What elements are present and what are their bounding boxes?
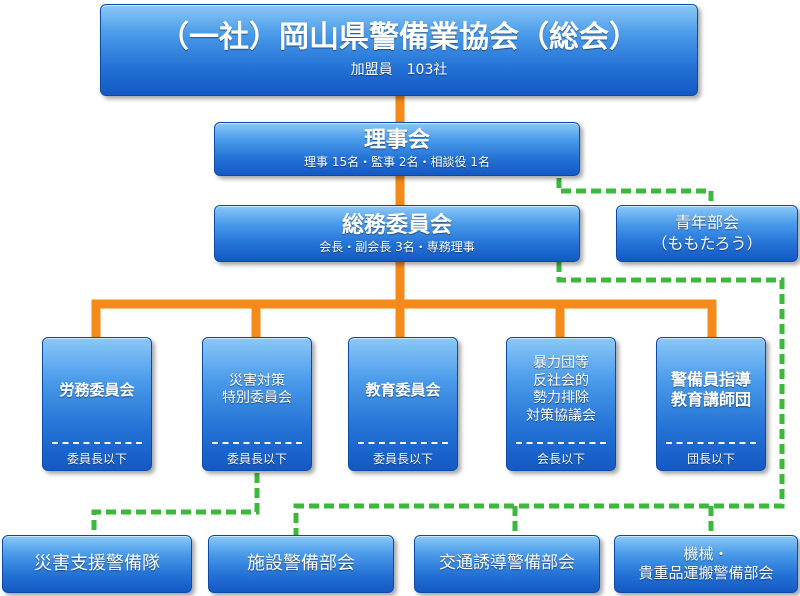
committee-separator [515,442,607,444]
committee-separator [51,442,143,444]
division-title: 施設警備部会 [247,552,355,574]
committee-separator [211,442,303,444]
committee-title: 警備員指導 教育講師団 [670,370,751,409]
division-title: 交通誘導警備部会 [439,553,575,574]
committee-separator [665,442,757,444]
division-title: 災害支援警備隊 [34,552,160,574]
committee-separator [357,442,449,444]
committee-foot: 団長以下 [686,452,735,466]
committee-title: 暴力団等 反社会的 勢力排除 対策協議会 [526,355,596,424]
general-affairs-box: 総務委員会 会長・副会長 3名・専務理事 [214,205,580,262]
committee-title: 労務委員会 [59,380,135,399]
youth-division-box: 青年部会 （ももたろう） [616,205,798,262]
general-assembly-members: 加盟員 103社 [350,61,448,78]
committee-instructors: 警備員指導 教育講師団 団長以下 [656,337,766,471]
general-assembly-box: （一社）岡山県警備業協会（総会） 加盟員 103社 [100,4,698,96]
general-assembly-title: （一社）岡山県警備業協会（総会） [159,20,639,56]
committee-foot: 委員長以下 [372,452,433,466]
division-disaster-support: 災害支援警備隊 [2,535,192,593]
dash-board-youth [556,178,714,206]
dash-disaster-to-support [91,473,260,536]
committee-foot: 委員長以下 [66,452,127,466]
committee-disaster: 災害対策 特別委員会 委員長以下 [202,337,312,471]
division-facility: 施設警備部会 [208,535,394,593]
board-box: 理事会 理事 15名・監事 2名・相談役 1名 [214,122,580,176]
board-title: 理事会 [363,128,430,154]
committee-foot: 委員長以下 [226,452,287,466]
division-title: 機械・ 貴重品運搬警備部会 [638,545,774,582]
dashed-connectors [91,178,785,536]
dash-affairs-divisions [293,262,785,536]
general-affairs-detail: 会長・副会長 3名・専務理事 [319,239,475,254]
division-traffic: 交通誘導警備部会 [414,535,600,593]
solid-connectors [91,96,717,338]
committee-foot: 会長以下 [536,452,585,466]
committee-title: 災害対策 特別委員会 [222,372,292,407]
board-detail: 理事 15名・監事 2名・相談役 1名 [304,155,490,170]
committee-title: 教育委員会 [365,380,441,399]
committee-education: 教育委員会 委員長以下 [348,337,458,471]
committee-labor: 労務委員会 委員長以下 [42,337,152,471]
division-machine-valuables: 機械・ 貴重品運搬警備部会 [614,535,798,593]
committee-anti-crime: 暴力団等 反社会的 勢力排除 対策協議会 会長以下 [506,337,616,471]
general-affairs-title: 総務委員会 [341,212,452,238]
youth-division-title: 青年部会 （ももたろう） [651,212,763,253]
